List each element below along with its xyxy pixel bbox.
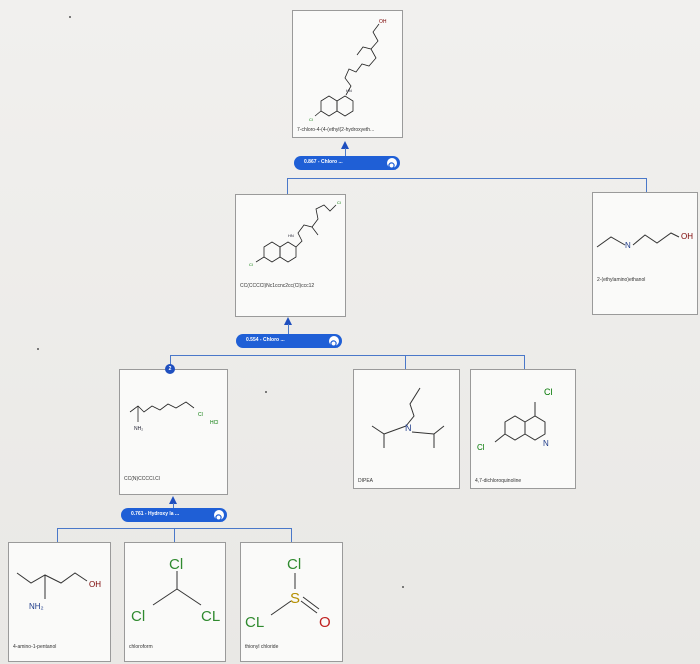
connector bbox=[291, 528, 292, 542]
connector bbox=[345, 148, 346, 156]
atom-label: NH₂ bbox=[134, 426, 143, 432]
atom-label: HCl bbox=[210, 420, 218, 426]
atom-label: CL bbox=[201, 608, 220, 625]
molecule-structure: OH NH₂ bbox=[16, 572, 101, 611]
molecule-structure: Cl Cl CL bbox=[131, 556, 220, 625]
molecule-card-dipea[interactable]: N DIPEA bbox=[353, 369, 460, 489]
molecule-card-ethylaminoethanol[interactable]: N OH 2-(ethylamino)ethanol bbox=[592, 192, 698, 315]
molecule-card-chloroform[interactable]: Cl Cl CL chloroform bbox=[124, 542, 226, 662]
atom-label: HN bbox=[288, 233, 294, 238]
search-icon[interactable] bbox=[329, 336, 339, 349]
step-badge: 2 bbox=[165, 364, 175, 374]
atom-label: Cl bbox=[249, 262, 253, 267]
atom-label: S bbox=[290, 590, 300, 607]
connector bbox=[173, 503, 174, 509]
molecule-card-aminopentanol[interactable]: OH NH₂ 4-amino-1-pentanol bbox=[8, 542, 111, 662]
search-icon[interactable] bbox=[214, 510, 224, 523]
up-arrow-icon bbox=[341, 141, 349, 149]
atom-label: Cl bbox=[477, 443, 485, 452]
atom-label: OH bbox=[379, 19, 387, 25]
molecule-structure: N OH bbox=[596, 232, 693, 250]
molecule-name: chloroform bbox=[129, 644, 153, 650]
molecule-name: thionyl chloride bbox=[245, 644, 279, 650]
molecule-structure: OH HN Cl bbox=[309, 19, 387, 122]
atom-label: Cl bbox=[131, 608, 145, 625]
canvas-dot bbox=[69, 16, 71, 18]
molecule-card-intermediate[interactable]: Cl HN Cl CC(CCCCl)Nc1ccnc2cc(Cl)ccc12 bbox=[235, 194, 346, 317]
molecule-name: 4-amino-1-pentanol bbox=[13, 644, 57, 650]
connector bbox=[288, 324, 289, 334]
atom-label: Cl bbox=[309, 117, 313, 122]
molecule-structure: Cl HN Cl bbox=[249, 200, 341, 267]
molecule-structure: N bbox=[371, 387, 445, 448]
connector bbox=[405, 355, 406, 369]
pill-score: 0.867 - Chloro ... bbox=[304, 159, 343, 165]
molecule-name: 4,7-dichloroquinoline bbox=[475, 478, 522, 484]
canvas-dot bbox=[37, 348, 39, 350]
search-icon[interactable] bbox=[387, 158, 397, 171]
route-score-pill[interactable]: 0.554 - Chloro ... bbox=[236, 334, 342, 349]
atom-label: Cl bbox=[544, 387, 553, 397]
canvas-dot bbox=[402, 586, 404, 588]
route-score-pill[interactable]: 0.867 - Chloro ... bbox=[294, 156, 400, 171]
molecule-smiles: CC(CCCCl)Nc1ccnc2cc(Cl)ccc12 bbox=[240, 283, 315, 289]
connector bbox=[646, 178, 647, 192]
molecule-structure: Cl HCl NH₂ bbox=[129, 401, 218, 432]
molecule-card-target[interactable]: OH HN Cl 7-chloro-4-(4-(ethyl(2-hydroxye… bbox=[292, 10, 403, 138]
molecule-card-thionyl-chloride[interactable]: Cl S CL O thionyl chloride bbox=[240, 542, 343, 662]
canvas-dot bbox=[265, 391, 267, 393]
connector bbox=[287, 178, 647, 179]
atom-label: HN bbox=[346, 88, 352, 93]
pill-score: 0.554 - Chloro ... bbox=[246, 337, 285, 343]
atom-label: N bbox=[405, 423, 412, 433]
connector bbox=[524, 355, 525, 369]
molecule-structure: Cl Cl N bbox=[477, 387, 553, 452]
connector bbox=[287, 178, 288, 194]
molecule-smiles: CC(N)CCCCl.Cl bbox=[124, 476, 160, 482]
molecule-card-chloroamine[interactable]: Cl HCl NH₂ CC(N)CCCCl.Cl bbox=[119, 369, 228, 495]
atom-label: Cl bbox=[287, 556, 301, 573]
molecule-name: 2-(ethylamino)ethanol bbox=[597, 277, 646, 283]
connector bbox=[170, 355, 171, 369]
atom-label: Cl bbox=[337, 200, 341, 205]
molecule-name: 7-chloro-4-(4-(ethyl(2-hydroxyeth... bbox=[297, 127, 375, 133]
up-arrow-icon bbox=[284, 317, 292, 325]
molecule-structure: Cl S CL O bbox=[245, 556, 331, 631]
molecule-name: DIPEA bbox=[358, 478, 374, 484]
atom-label: CL bbox=[245, 614, 264, 631]
connector bbox=[170, 355, 525, 356]
pill-score: 0.761 - Hydroxy la ... bbox=[131, 511, 180, 517]
atom-label: OH bbox=[681, 232, 693, 241]
up-arrow-icon bbox=[169, 496, 177, 504]
atom-label: N bbox=[543, 439, 549, 448]
route-score-pill[interactable]: 0.761 - Hydroxy la ... bbox=[121, 508, 227, 523]
atom-label: Cl bbox=[198, 412, 203, 418]
connector bbox=[57, 528, 58, 542]
atom-label: NH₂ bbox=[29, 602, 44, 611]
connector bbox=[174, 528, 175, 542]
atom-label: OH bbox=[89, 580, 101, 589]
atom-label: Cl bbox=[169, 556, 183, 573]
atom-label: N bbox=[625, 241, 631, 250]
molecule-card-dichloroquinoline[interactable]: Cl Cl N 4,7-dichloroquinoline bbox=[470, 369, 576, 489]
atom-label: O bbox=[319, 614, 331, 631]
